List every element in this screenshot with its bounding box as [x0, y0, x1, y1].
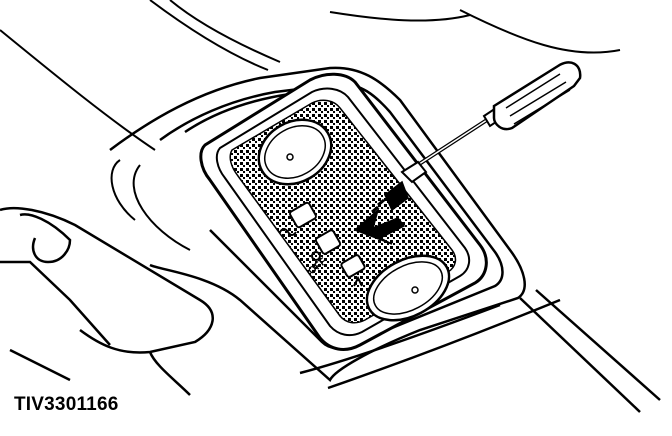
lamp-switches — [279, 201, 366, 287]
headliner-contour — [0, 0, 621, 251]
upper-lamp-lens — [257, 118, 333, 186]
arrow-icon — [353, 180, 409, 245]
screwdriver-icon — [400, 61, 582, 184]
figure-id-label: TIV3301166 — [14, 394, 119, 415]
lower-lamp-lens — [365, 254, 451, 322]
side-trim — [0, 206, 214, 396]
